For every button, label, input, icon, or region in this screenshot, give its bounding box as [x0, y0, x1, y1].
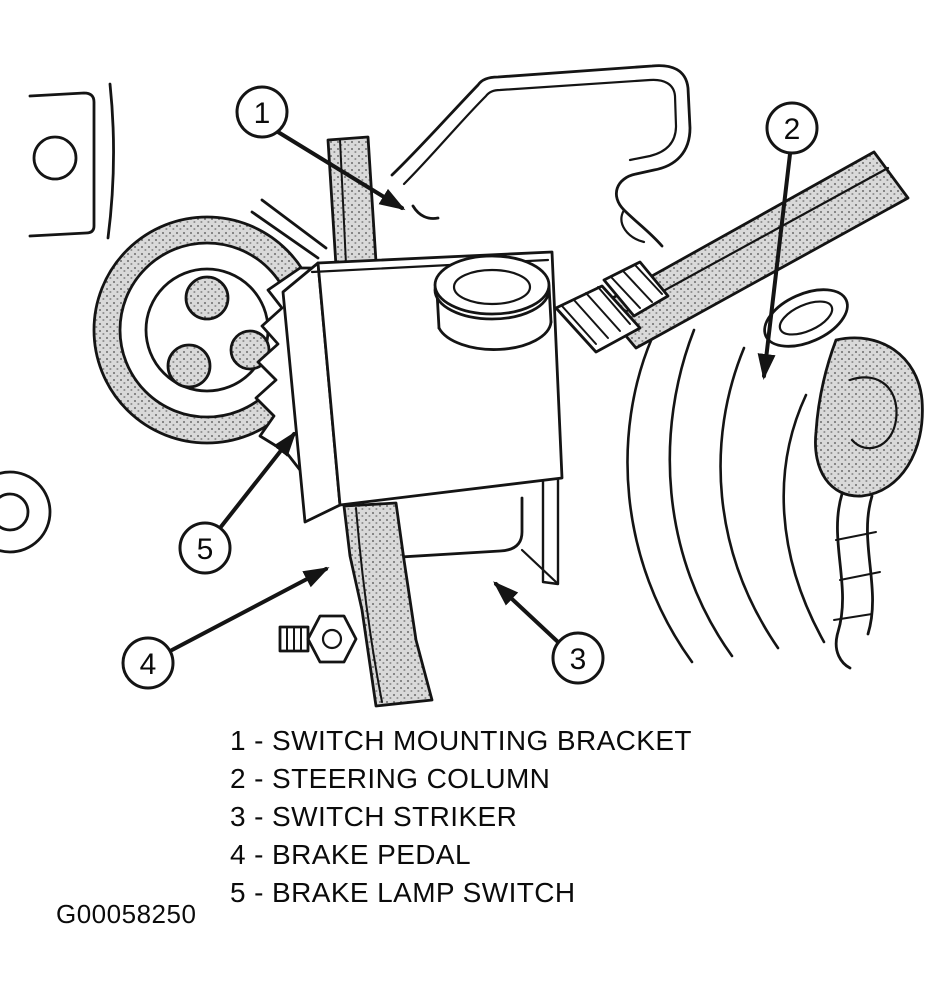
callout-2-circle [765, 101, 819, 155]
clamp-body [814, 336, 924, 498]
pulley-hole [166, 343, 212, 389]
callout-numbers: 1 2 3 4 5 [140, 97, 801, 681]
pulley-bracket-line [250, 210, 320, 260]
lower-left-arcs [0, 470, 52, 554]
callout-3-arrow [493, 581, 560, 644]
brake-pedal-arm-upper [326, 135, 378, 268]
switch-plunger-cylinder [433, 254, 553, 351]
legend-item: 3 - SWITCH STRIKER [230, 801, 518, 832]
callout-4-circle [121, 636, 175, 690]
callout-3-number: 3 [570, 643, 587, 676]
callout-1-number: 1 [254, 97, 271, 130]
striker-plate-hatched [554, 260, 670, 354]
callout-5-circle [178, 521, 232, 575]
brake-lamp-switch-body [281, 250, 564, 524]
bracket-tab-tick [411, 204, 440, 220]
callout-arrows [170, 130, 792, 652]
legend-item: 5 - BRAKE LAMP SWITCH [230, 877, 576, 908]
hex-nut [306, 614, 358, 664]
callout-4-arrow [170, 567, 330, 652]
callout-2-arrow [757, 152, 792, 380]
legend-item: 2 - STEERING COLUMN [230, 763, 551, 794]
parts-legend: 1 - SWITCH MOUNTING BRACKET 2 - STEERING… [230, 722, 692, 912]
callout-balloons [121, 85, 819, 690]
steering-column [554, 150, 910, 354]
callout-1-arrow [276, 130, 406, 211]
pulley-hole [184, 275, 230, 321]
pulley [92, 198, 328, 445]
callout-2-number: 2 [784, 113, 801, 146]
switch-mounting-bracket [390, 64, 692, 248]
mounting-bolt [278, 614, 358, 664]
callout-1-circle [235, 85, 289, 139]
legend-item: 4 - BRAKE PEDAL [230, 839, 471, 870]
figure-id: G00058250 [56, 899, 197, 929]
callout-5-number: 5 [197, 533, 214, 566]
column-shroud-arcs [626, 328, 826, 664]
callout-4-number: 4 [140, 648, 157, 681]
upper-left-panel-bracket [28, 82, 115, 240]
pulley-bracket-line [260, 198, 328, 250]
ignition-clamp-assembly [763, 288, 924, 670]
bolt-hole [32, 135, 78, 181]
brake-pedal-arm-lower [342, 501, 434, 708]
callout-5-arrow [218, 430, 297, 530]
legend-item: 1 - SWITCH MOUNTING BRACKET [230, 725, 692, 756]
callout-3-circle [551, 631, 605, 685]
wiring-cable [833, 492, 881, 670]
